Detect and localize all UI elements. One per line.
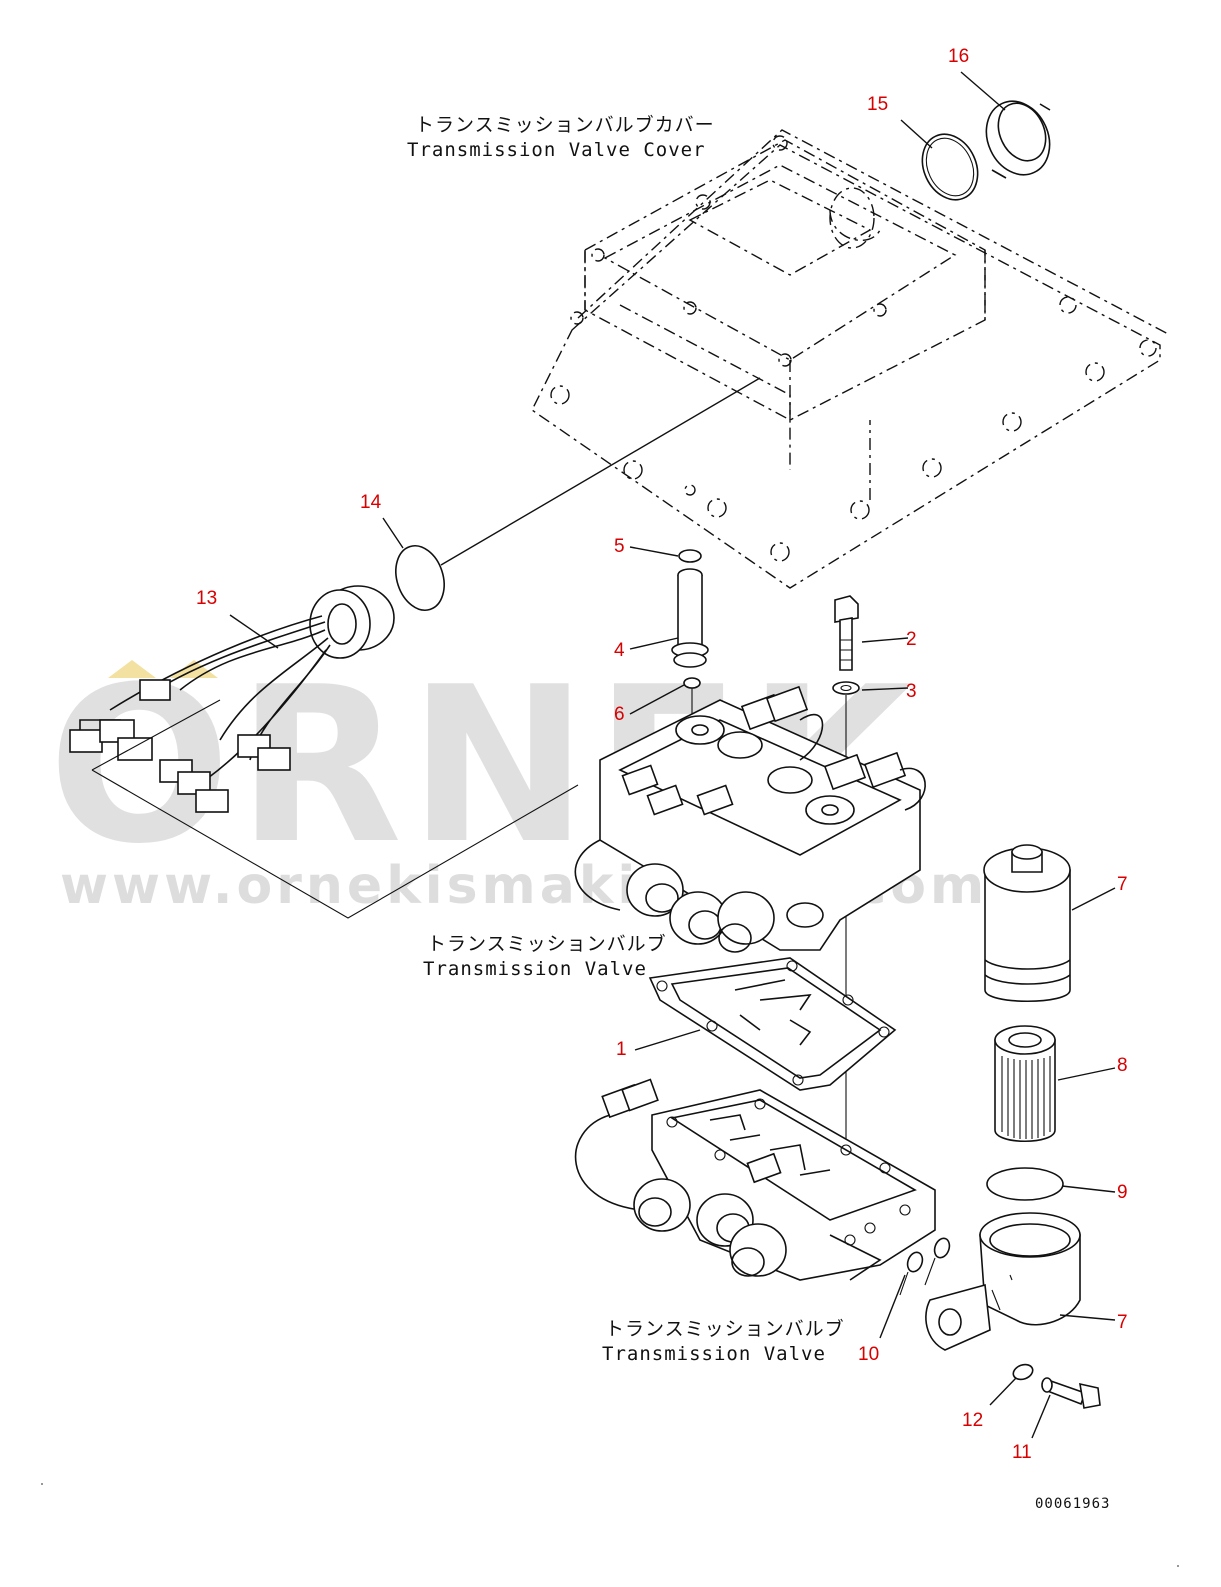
part-13-wiring-harness [69, 585, 579, 919]
corner-mark-2 [1177, 1565, 1179, 1567]
transmission-valve-cover [531, 129, 1171, 589]
callout-7-bottom: 7 [1117, 1312, 1128, 1333]
callout-8: 8 [1117, 1055, 1128, 1076]
callout-10: 10 [858, 1344, 879, 1365]
part-4-tube [671, 568, 709, 668]
part-15-oring [921, 133, 979, 201]
part-14-oring [395, 377, 761, 611]
callout-16: 16 [948, 46, 969, 67]
part-10-orings [899, 1237, 951, 1296]
corner-mark [41, 1483, 43, 1485]
callout-3: 3 [906, 681, 917, 702]
caption-valve-lower-en: Transmission Valve [602, 1343, 826, 1365]
part-5-oring [678, 549, 702, 563]
part-7-filter-case-top [983, 844, 1071, 1002]
part-8-filter-element [994, 1025, 1056, 1143]
callout-7-top: 7 [1117, 874, 1128, 895]
callout-11: 11 [1012, 1442, 1032, 1463]
callout-9: 9 [1117, 1182, 1128, 1203]
captions: トランスミッションバルブカバー Transmission Valve Cover… [407, 113, 845, 1365]
lower-transmission-valve [574, 1078, 936, 1281]
callout-2: 2 [906, 629, 917, 650]
document-number: 00061963 [1035, 1496, 1110, 1512]
callout-5: 5 [614, 536, 625, 557]
part-2-bolt [834, 595, 859, 671]
part-9-oring [986, 1167, 1064, 1201]
callout-14: 14 [360, 492, 382, 513]
watermark-chevron-icon [108, 660, 156, 678]
caption-valve-cover-jp: トランスミッションバルブカバー [415, 113, 715, 136]
part-7-filter-housing [925, 1212, 1081, 1351]
upper-transmission-valve [574, 685, 926, 953]
caption-valve-cover-en: Transmission Valve Cover [407, 139, 706, 161]
callout-15: 15 [867, 94, 888, 115]
callout-1: 1 [616, 1039, 627, 1060]
part-11-bolt [1041, 1377, 1101, 1409]
part-16-bushing [985, 100, 1051, 179]
leader-lines [229, 71, 1116, 1439]
caption-valve-upper-jp: トランスミッションバルブ [427, 932, 667, 955]
callout-12: 12 [962, 1410, 983, 1431]
callout-13: 13 [196, 588, 217, 609]
caption-valve-upper-en: Transmission Valve [423, 958, 647, 980]
caption-valve-lower-jp: トランスミッションバルブ [605, 1317, 845, 1340]
callout-4: 4 [614, 640, 625, 661]
callouts: 16 15 14 13 5 4 6 2 3 7 1 8 9 7 10 12 11 [196, 46, 1128, 1463]
callout-6: 6 [614, 704, 625, 725]
part-1-gasket [648, 957, 897, 1091]
part-12-washer [1012, 1363, 1034, 1381]
